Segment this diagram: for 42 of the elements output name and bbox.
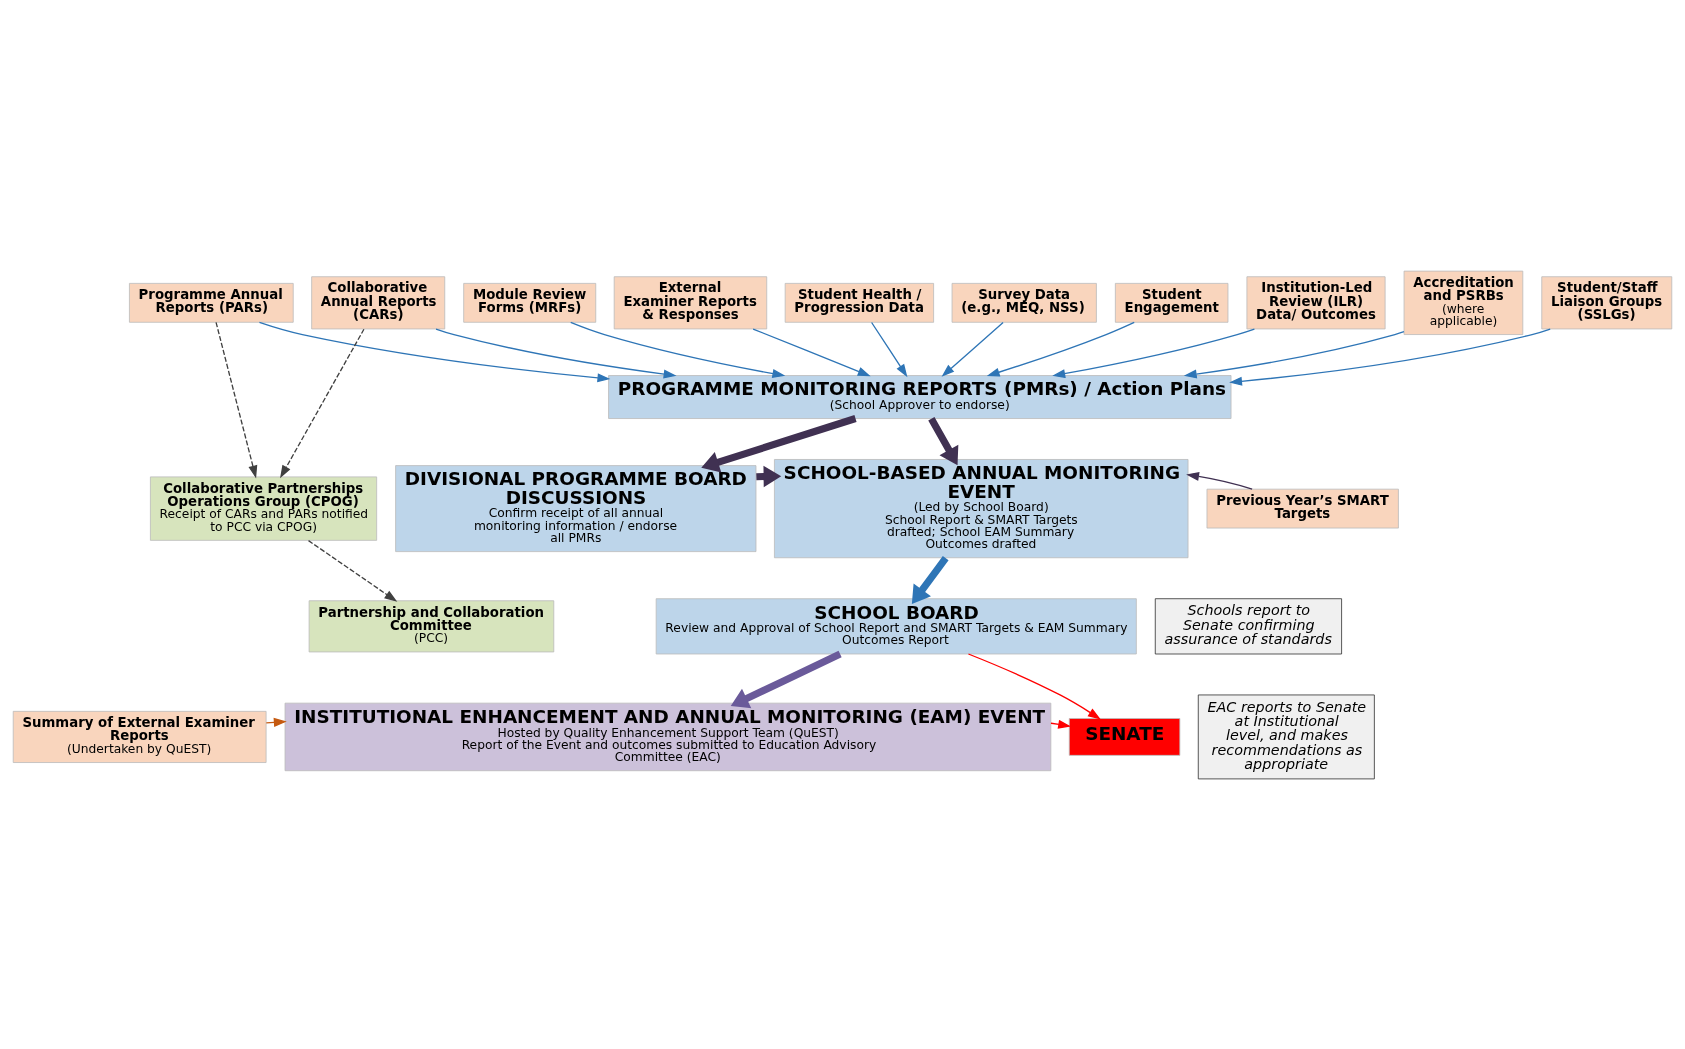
node-box: Schools report to Senate confirming assurance of standards [1154,597,1342,654]
arrow [307,539,398,602]
arrow [941,321,1004,377]
arrow [870,321,908,377]
node-box: Student Engagement [1114,282,1229,323]
node-box: Student Health / Progression Data [784,282,935,323]
arrow [928,416,959,465]
node-box: SCHOOL-BASED ANNUAL MONITORING EVENT (Led by School Board) School Report & SMART Targets drafted; School EAM Summary Outcomes drafted [774,458,1189,558]
arrow [911,555,949,604]
node-box: Module Review Forms (MRFs) [463,282,597,323]
node-box: EAC reports to Senate at Institutional level, and makes recommendations as appropriate [1197,694,1375,779]
arrow [1186,471,1253,490]
node-box: DIVISIONAL PROGRAMME BOARD DISCUSSIONS Confirm receipt of all annual monitoring information / endorse all PMRs [395,464,757,552]
arrow [986,321,1135,376]
node-box: SENATE [1068,717,1181,756]
arrow [280,328,365,478]
node-box: SCHOOL BOARD Review and Approval of School Report and SMART Targets & EAM Summary Outcomes Report [655,597,1137,654]
arrow [435,327,677,379]
node-box: Collaborative Annual Reports (CARs) [311,275,446,329]
arrow [967,652,1101,719]
node-box: Student/Staff Liaison Groups (SSLGs) [1541,275,1673,329]
node-box: PROGRAMME MONITORING REPORTS (PMRs) / Action Plans (School Approver to endorse) [608,374,1232,419]
node-box: Summary of External Examiner Reports (Undertaken by QuEST) [12,710,267,763]
node-box: Survey Data (e.g., MEQ, NSS) [951,282,1097,323]
arrow [1183,330,1405,379]
arrow [1229,327,1551,386]
arrow [265,717,287,727]
node-box: Previous Year’s SMART Targets [1206,488,1399,528]
node-box: Institution-Led Review (ILR) Data/ Outcomes [1246,275,1386,329]
node-box: Programme Annual Reports (PARs) [129,282,294,323]
arrow [752,327,871,376]
arrow [1052,327,1256,378]
node-box: INSTITUTIONAL ENHANCEMENT AND ANNUAL MONITORING (EAM) EVENT Hosted by Quality Enhancement Support Team (QuEST) Report of the Event and outcomes submitted to Education Advisory Committee (EAC) [284,702,1052,771]
arrow [730,650,842,708]
arrow [215,321,258,478]
node-box: Collaborative Partnerships Operations Group (CPOG) Receipt of CARs and PARs notified to PCC via CPOG) [150,475,378,541]
arrow [258,321,611,382]
node-box: External Examiner Reports & Responses [613,275,768,329]
arrow [570,321,786,378]
node-box: Partnership and Collaboration Committee (PCC) [308,599,555,652]
arrow [701,414,857,473]
node-box: Accreditation and PSRBs (where applicable) [1403,270,1524,335]
